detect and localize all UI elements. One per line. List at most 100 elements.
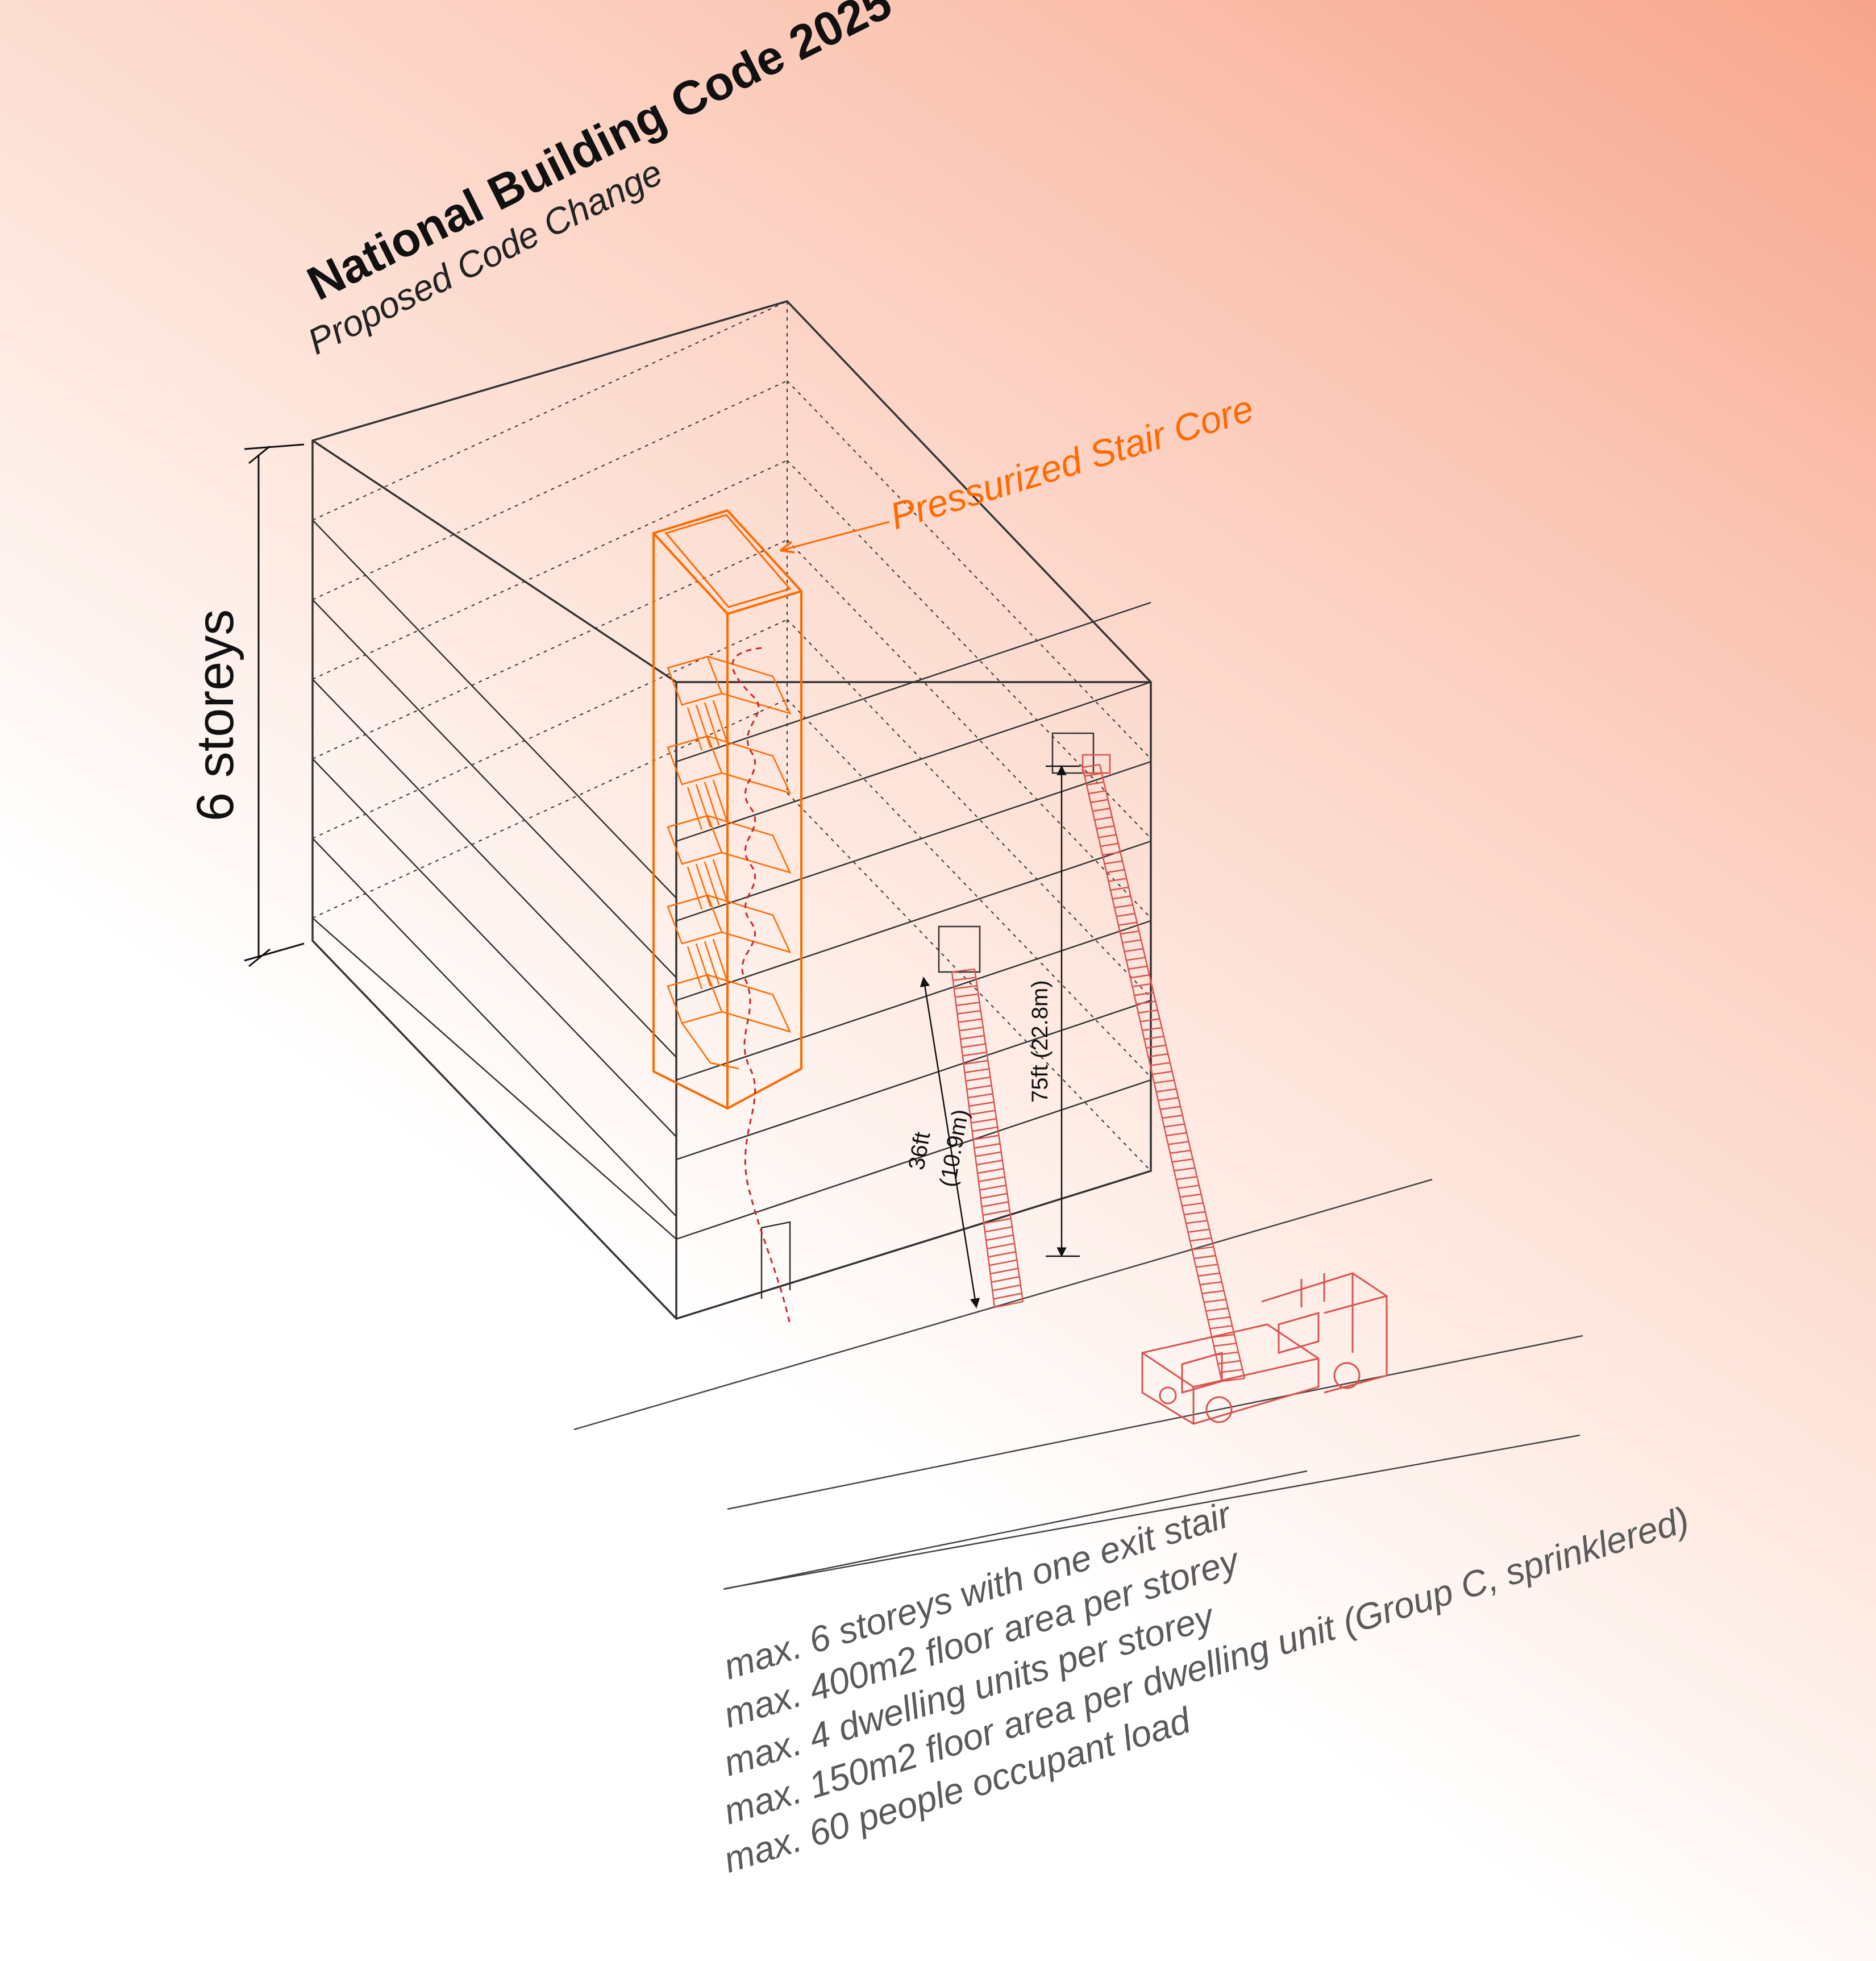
ladder-rung	[1146, 1044, 1166, 1049]
ladder-rung	[1164, 1123, 1185, 1128]
ladder-rung	[1088, 790, 1107, 795]
ground-door	[760, 1221, 791, 1299]
ladder-rung	[1130, 974, 1150, 979]
street-line-2	[727, 1335, 1583, 1510]
ladder-rung	[1201, 1290, 1224, 1294]
ladder-rung	[966, 1076, 991, 1082]
ladder-rung	[1104, 860, 1123, 865]
ladder-rung	[1162, 1114, 1183, 1119]
ladder-rung	[1140, 1018, 1160, 1023]
requirements-divider	[723, 1470, 1308, 1590]
ladder-rung	[971, 1118, 997, 1124]
ladder-rung	[1213, 1343, 1237, 1347]
ladder-rung	[978, 1176, 1005, 1182]
ladder-rung	[1098, 834, 1117, 838]
ladder-rung	[993, 1293, 1022, 1300]
long-dimension	[1046, 765, 1080, 1257]
ladder-rung	[958, 1018, 982, 1023]
ladder-rung	[1189, 1237, 1212, 1242]
title-group: National Building Code 2025 Proposed Cod…	[299, 0, 900, 363]
ladder-rung	[1110, 886, 1129, 891]
street-line-3	[724, 1434, 1580, 1590]
building	[311, 300, 1152, 1320]
lower-access-opening	[938, 925, 981, 973]
ladder-rung	[977, 1168, 1004, 1174]
ladder-rung	[1106, 869, 1125, 874]
ladder-rung	[989, 1259, 1017, 1266]
ladder-rung	[1178, 1185, 1200, 1189]
street-line-1	[573, 1178, 1433, 1431]
ladder-rung	[1160, 1106, 1181, 1110]
ladder-rung	[1170, 1149, 1191, 1154]
ladder-rung	[1086, 781, 1104, 786]
ladder-rung	[1220, 1369, 1243, 1373]
ladder-rung	[1197, 1272, 1220, 1277]
ladder-rung	[1166, 1132, 1187, 1137]
ladder-rung	[983, 1209, 1010, 1216]
ladder-rung	[1090, 799, 1108, 803]
ladder-rung	[1174, 1167, 1195, 1171]
ladder-rung	[967, 1085, 992, 1090]
ladder-rung	[968, 1101, 995, 1107]
ground-lines	[573, 1178, 1583, 1590]
ladder-rung	[988, 1251, 1016, 1258]
ladder-rung	[1216, 1351, 1239, 1356]
ladder-rung	[1188, 1228, 1210, 1233]
ladder-rung	[1196, 1264, 1218, 1268]
ladder-rung	[1136, 1000, 1156, 1005]
ladder-rung	[991, 1276, 1020, 1283]
hidden-edges	[312, 301, 1151, 1171]
ladder-rung	[961, 1043, 986, 1048]
short-dimension-ft: 36ft	[904, 1130, 935, 1171]
ladder-rung	[980, 1193, 1008, 1199]
storeys-label: 6 storeys	[186, 609, 244, 821]
ladder-rung	[1084, 772, 1102, 777]
ladder-rung	[1102, 851, 1121, 856]
ladder-rung	[985, 1234, 1014, 1241]
ladder-rung	[1100, 842, 1118, 847]
ladder-rung	[1152, 1070, 1172, 1075]
escape-route-path	[731, 647, 791, 1325]
ladder-rung	[956, 1002, 980, 1007]
ladder-rung	[990, 1268, 1018, 1275]
ladder-rung	[994, 1301, 1024, 1308]
ladder-rung	[984, 1218, 1011, 1224]
ladder-rung	[959, 1027, 984, 1032]
requirements-list: max. 6 storeys with one exit stair max. …	[719, 1470, 1694, 1880]
ladder-rung	[987, 1243, 1015, 1249]
floor-lines-left	[312, 520, 677, 1240]
ladder-rung	[992, 1284, 1021, 1291]
ladder-rung	[1128, 965, 1147, 970]
aerial-ladder	[1081, 754, 1246, 1382]
ladder-rung	[1193, 1254, 1216, 1260]
ladder-rung	[1142, 1027, 1162, 1032]
diagram-title: National Building Code 2025	[299, 0, 900, 310]
ladder-rung	[962, 1052, 987, 1057]
stair-core-callout-arrow	[781, 521, 890, 550]
ladder-rung	[1120, 930, 1139, 935]
ladder-rung	[1082, 763, 1100, 768]
ladder-rung	[1182, 1202, 1204, 1207]
ladder-rung	[1114, 904, 1133, 909]
ladder-rung	[1154, 1079, 1175, 1084]
ladder-rung	[1156, 1088, 1176, 1093]
stair-flights	[667, 655, 792, 1070]
ladder-rung	[967, 1093, 993, 1099]
ladder-rung	[976, 1160, 1003, 1166]
short-dimension-m: (10.9m)	[935, 1107, 974, 1189]
ladder-rung	[1204, 1298, 1226, 1303]
ladder-rung	[1208, 1316, 1230, 1321]
ladder-rung	[1158, 1097, 1179, 1102]
ladder-rung	[1184, 1211, 1205, 1216]
ladder-rung	[960, 1034, 985, 1040]
ladder-rung	[955, 993, 979, 998]
ladder-rung	[1122, 939, 1142, 944]
ladder-rung	[972, 1126, 998, 1132]
ladder-rung	[1096, 825, 1114, 830]
ladder-rung	[1221, 1377, 1245, 1382]
ladder-rung	[1209, 1325, 1233, 1330]
long-dimension-label: 75ft (22.8m)	[1028, 980, 1053, 1103]
ladder-rung	[979, 1185, 1006, 1191]
ladder-rung	[1108, 878, 1127, 882]
